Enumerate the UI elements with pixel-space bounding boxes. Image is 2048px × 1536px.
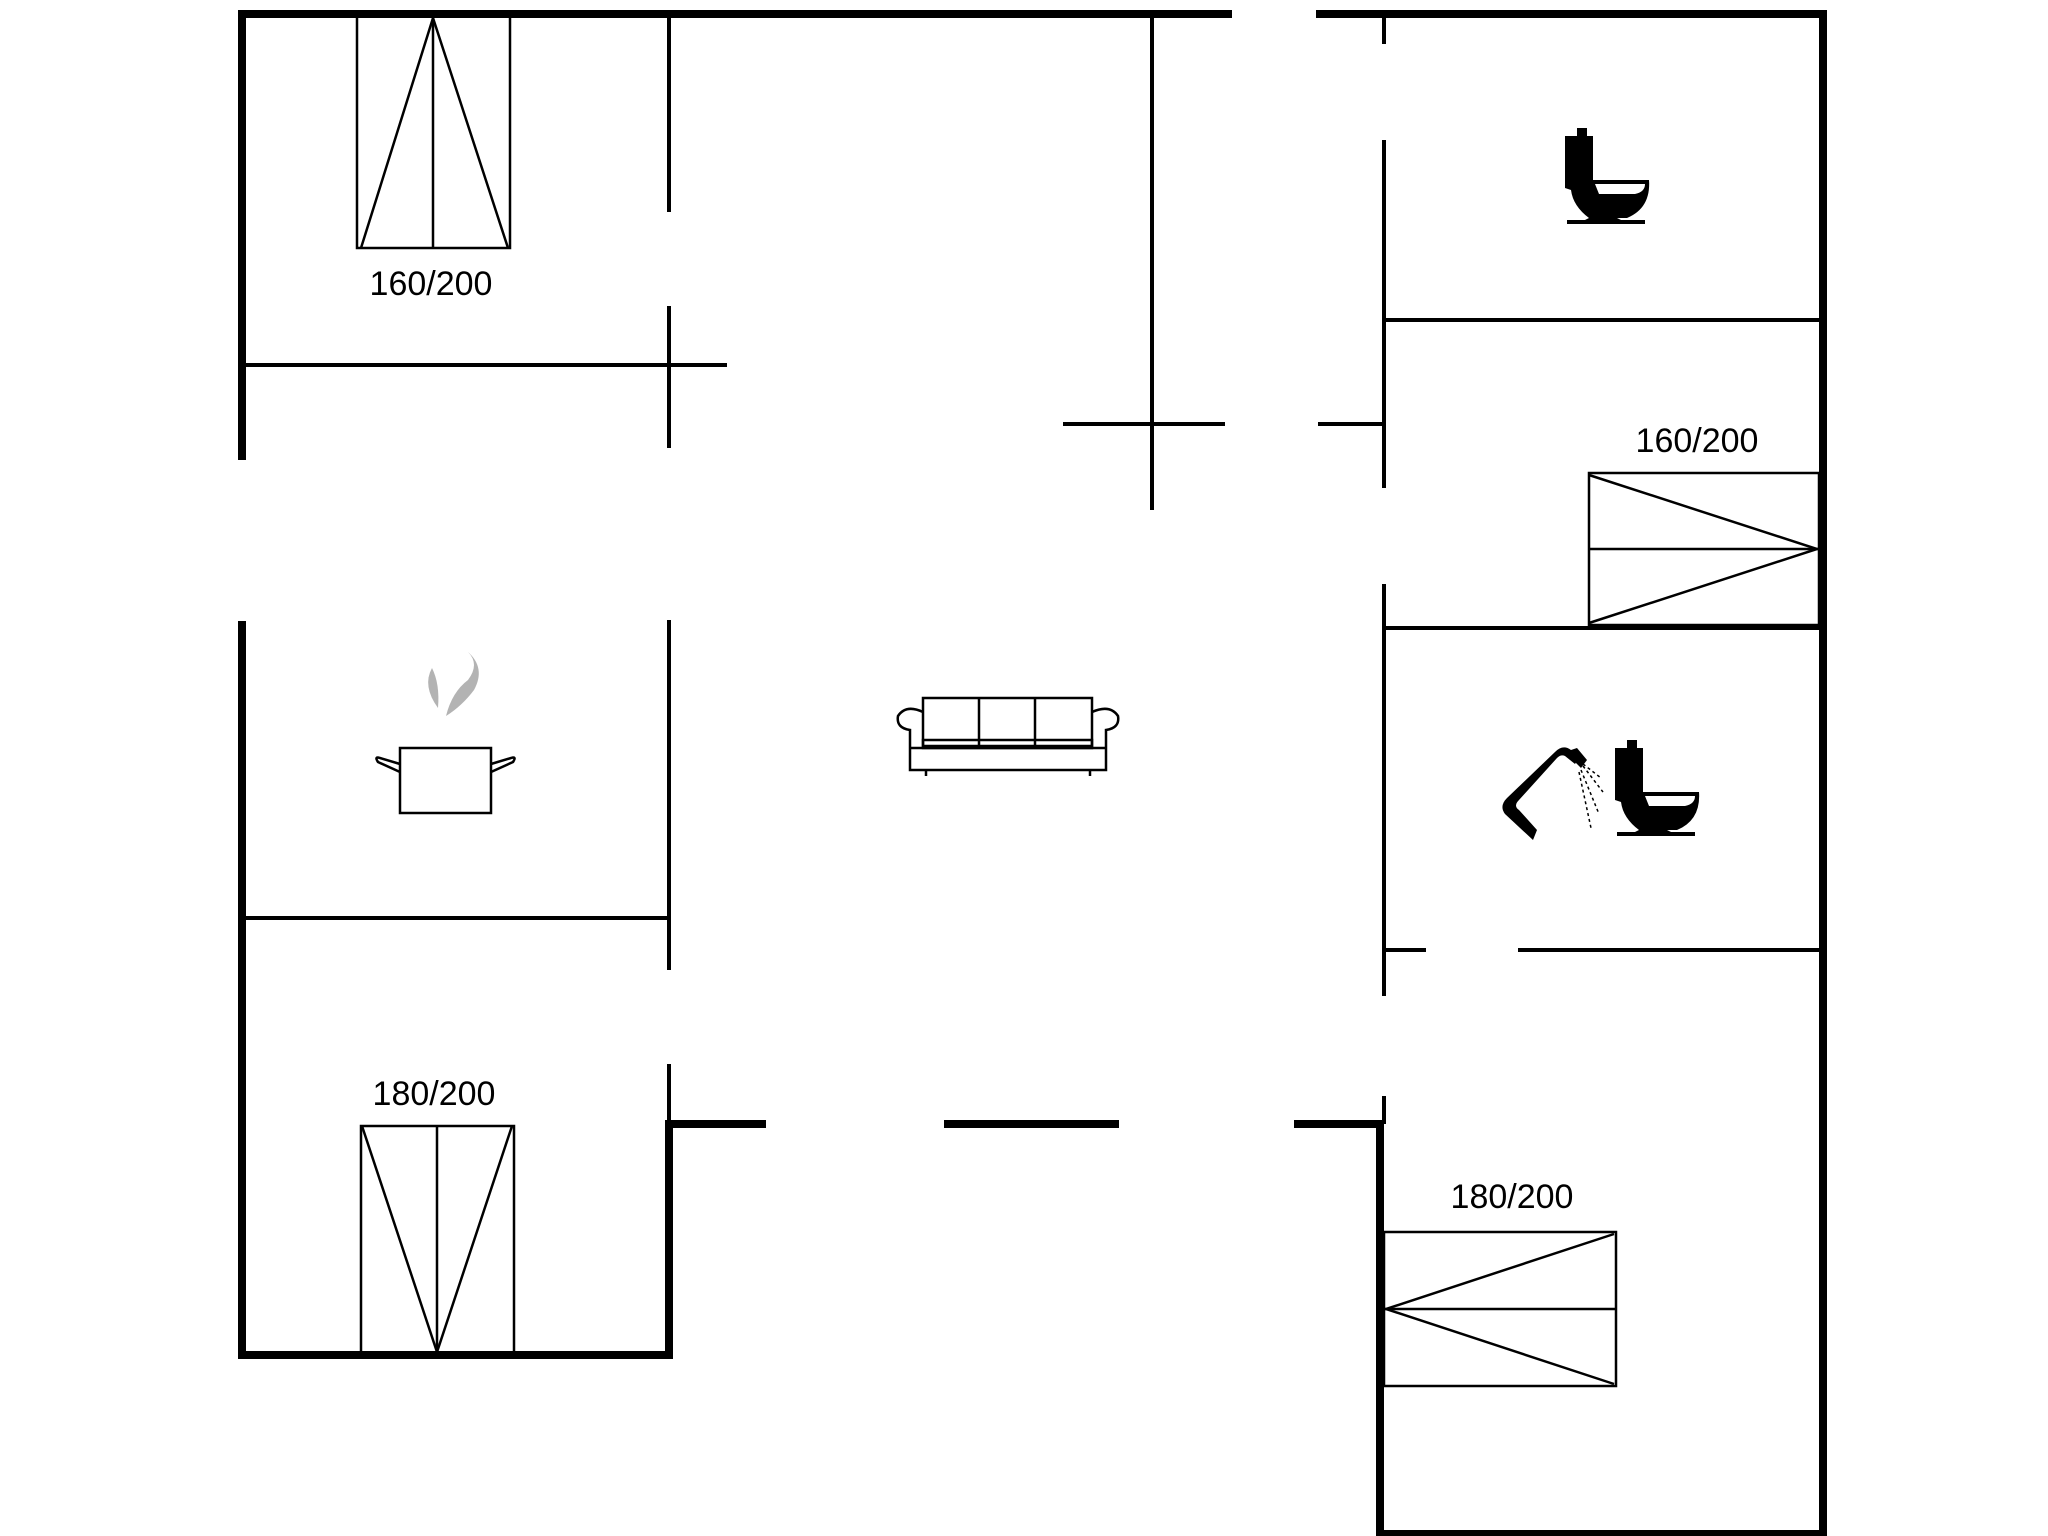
bed-size-label-bottom-left: 180/200 [373, 1075, 496, 1113]
toilet-icon [1565, 128, 1650, 224]
sofa-icon [896, 696, 1120, 776]
bed-top-left [355, 13, 512, 250]
cooking-pot-icon [375, 652, 516, 815]
bed-size-label-bottom-right: 180/200 [1451, 1178, 1574, 1216]
bed-size-label-top-left: 160/200 [370, 265, 493, 303]
bed-size-label-right-middle: 160/200 [1636, 422, 1759, 460]
toilet-icon [1615, 740, 1700, 836]
exterior-walls [238, 10, 1827, 1536]
bed-bottom-right [1381, 1230, 1618, 1388]
bed-bottom-left [359, 1124, 516, 1356]
bed-right-middle [1587, 471, 1822, 627]
shower-icon [1502, 747, 1604, 840]
interior-walls [242, 14, 1823, 1124]
